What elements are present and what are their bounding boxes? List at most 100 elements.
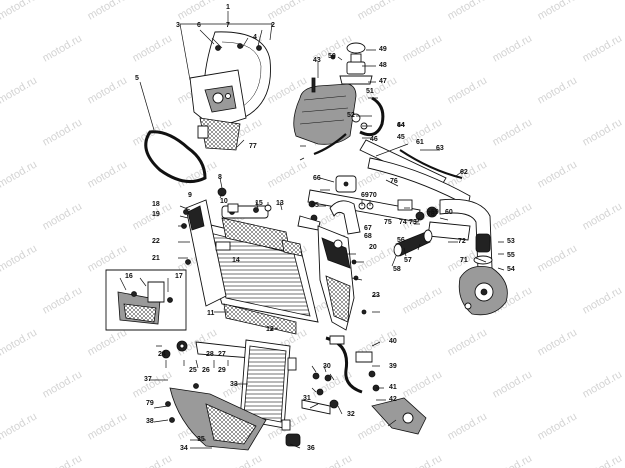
callout-53: 53 — [507, 238, 515, 245]
callout-38: 38 — [146, 418, 154, 425]
callout-79: 79 — [146, 400, 154, 407]
watermark-text: motod.ru — [86, 0, 130, 23]
callout-48: 48 — [379, 62, 387, 69]
hose-loop — [144, 130, 207, 184]
watermark-text: motod.ru — [536, 326, 580, 358]
callout-71: 71 — [460, 257, 468, 264]
watermark-text: motod.ru — [41, 284, 85, 316]
watermark-text: motod.ru — [446, 410, 490, 442]
callout-55: 55 — [507, 252, 515, 259]
callout-30: 30 — [323, 363, 331, 370]
watermark-text: motod.ru — [581, 32, 625, 64]
callout-14: 14 — [232, 257, 240, 264]
leader-lines — [119, 11, 505, 449]
expansion-tank — [293, 42, 385, 156]
callout-57: 57 — [404, 257, 412, 264]
watermark-text: motod.ru — [0, 326, 39, 358]
watermark-text: motod.ru — [536, 74, 580, 106]
callout-28: 28 — [206, 351, 214, 358]
watermark-text: motod.ru — [446, 326, 490, 358]
water-pump — [458, 233, 508, 316]
callout-22: 22 — [152, 238, 160, 245]
callout-5: 5 — [135, 75, 139, 82]
watermark-text: motod.ru — [41, 368, 85, 400]
callout-4: 4 — [253, 34, 257, 41]
watermark-text: motod.ru — [581, 284, 625, 316]
watermark-text: motod.ru — [491, 200, 535, 232]
oil-cooler — [239, 339, 297, 431]
callout-6: 6 — [197, 22, 201, 29]
callout-45: 45 — [397, 134, 405, 141]
watermark-text: motod.ru — [581, 368, 625, 400]
callout-29: 29 — [218, 367, 226, 374]
callout-72: 72 — [458, 238, 466, 245]
callout-41: 41 — [389, 384, 397, 391]
callout-66: 66 — [313, 175, 321, 182]
watermark-text: motod.ru — [131, 452, 175, 468]
callout-31: 31 — [303, 395, 311, 402]
callout-61: 61 — [416, 139, 424, 146]
callout-15: 15 — [255, 200, 263, 207]
callout-20: 20 — [369, 244, 377, 251]
callout-40: 40 — [389, 338, 397, 345]
callout-33: 33 — [230, 381, 238, 388]
callout-16: 16 — [125, 273, 133, 280]
callout-68: 68 — [364, 233, 372, 240]
watermark-text: motod.ru — [0, 410, 39, 442]
callout-65: 65 — [311, 202, 319, 209]
watermark-text: motod.ru — [86, 74, 130, 106]
lower-pipes — [161, 335, 427, 435]
callout-7: 7 — [226, 22, 230, 29]
watermark-text: motod.ru — [221, 452, 265, 468]
callout-58: 58 — [393, 266, 401, 273]
watermark-text: motod.ru — [86, 158, 130, 190]
callout-77: 77 — [249, 143, 257, 150]
callout-74: 74 — [399, 219, 407, 226]
callout-75: 75 — [384, 219, 392, 226]
watermark-text: motod.ru — [0, 74, 39, 106]
detail-inset — [105, 269, 187, 331]
watermark-text: motod.ru — [41, 116, 85, 148]
callout-1: 1 — [226, 4, 230, 11]
watermark-text: motod.ru — [86, 410, 130, 442]
watermark-text: motod.ru — [581, 116, 625, 148]
callout-47: 47 — [379, 78, 387, 85]
callout-18: 18 — [152, 201, 160, 208]
watermark-text: motod.ru — [131, 368, 175, 400]
callout-46: 46 — [370, 136, 378, 143]
watermark-text: motod.ru — [491, 368, 535, 400]
main-radiator — [185, 199, 321, 335]
watermark-text: motod.ru — [176, 158, 220, 190]
watermark-text: motod.ru — [446, 0, 490, 23]
watermark-text: motod.ru — [41, 452, 85, 468]
callout-23: 23 — [372, 292, 380, 299]
callout-21: 21 — [152, 255, 160, 262]
watermark-text: motod.ru — [491, 452, 535, 468]
watermark-text: motod.ru — [536, 0, 580, 23]
watermark-text: motod.ru — [401, 284, 445, 316]
callout-17: 17 — [175, 273, 183, 280]
side-panel — [317, 225, 367, 331]
callout-63: 63 — [436, 145, 444, 152]
watermark-text: motod.ru — [311, 452, 355, 468]
fan-shroud-assembly — [189, 31, 271, 151]
callout-24: 24 — [158, 351, 166, 358]
callout-37: 37 — [144, 376, 152, 383]
callout-44: 44 — [397, 122, 405, 129]
watermark-text: motod.ru — [581, 200, 625, 232]
watermark-text: motod.ru — [131, 32, 175, 64]
callout-13: 13 — [276, 200, 284, 207]
callout-12: 12 — [266, 326, 274, 333]
watermark-text: motod.ru — [491, 116, 535, 148]
callout-73: 73 — [409, 219, 417, 226]
callout-19: 19 — [152, 211, 160, 218]
callout-69: 69 — [361, 192, 369, 199]
watermark-text: motod.ru — [401, 32, 445, 64]
watermark-text: motod.ru — [41, 32, 85, 64]
callout-51: 51 — [366, 88, 374, 95]
callout-76: 76 — [390, 178, 398, 185]
callout-3: 3 — [176, 22, 180, 29]
